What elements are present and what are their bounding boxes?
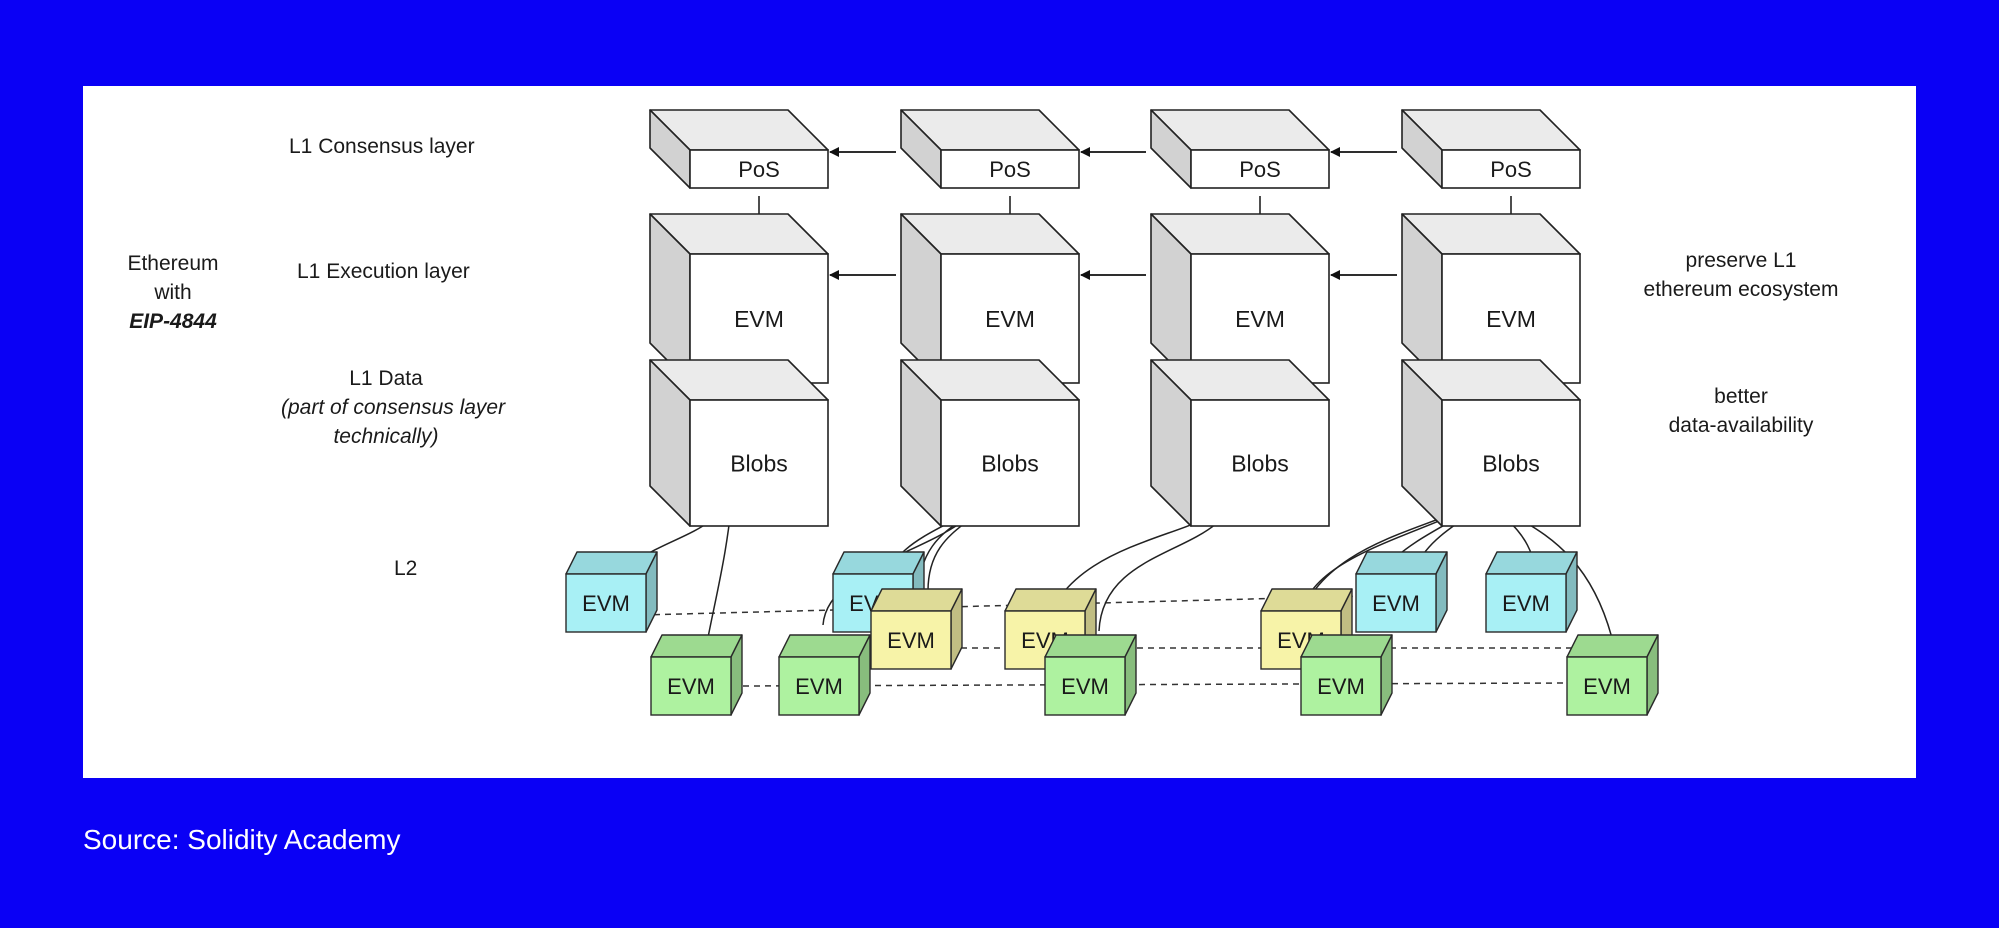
l2-evm-green-10-top-face — [1044, 634, 1137, 658]
blobs-block-4-label: Blobs — [1482, 450, 1540, 476]
evm-block-4: EVM — [1401, 213, 1581, 384]
note-da-line1: better — [1714, 385, 1768, 408]
l2-evm-cyan-4: EVM — [1485, 551, 1578, 633]
row-label-execution: L1 Execution layer — [297, 260, 470, 283]
l2-evm-green-9: EVM — [778, 634, 871, 716]
l2-evm-cyan-1-top-face — [565, 551, 658, 575]
l2-evm-cyan-3-front-face — [1355, 573, 1437, 633]
pos-block-4: PoS — [1401, 109, 1581, 189]
l2-chain-dashed-1 — [642, 595, 1366, 616]
l1-blocks: PoS EVM Blobs PoS EVM Blobs PoS EVM Blobs PoS EVM B… — [649, 109, 1581, 527]
pos-block-1-label: PoS — [738, 157, 780, 182]
l2-evm-green-11-top-face — [1300, 634, 1393, 658]
l2-evm-cyan-2-top-face — [832, 551, 925, 575]
l2-evm-yellow-5-front-face — [870, 610, 952, 670]
l2-evm-cyan-4-top-face — [1485, 551, 1578, 575]
blobs-block-3-label: Blobs — [1231, 450, 1289, 476]
l2-evm-green-12-front-face — [1566, 656, 1648, 716]
pos-block-3-label: PoS — [1239, 157, 1281, 182]
ethereum-label-line1: Ethereum — [127, 252, 219, 275]
blobs-block-1: Blobs — [649, 359, 829, 527]
blobs-block-2-front-face — [940, 399, 1080, 527]
pos-block-3-front-face — [1190, 149, 1330, 189]
pos-block-4-front-face — [1441, 149, 1581, 189]
source-caption: Source: Solidity Academy — [83, 824, 401, 855]
l2-evm-yellow-7-top-face — [1260, 588, 1353, 612]
l2-evm-green-9-top-face — [778, 634, 871, 658]
l2-evm-cyan-3-label: EVM — [1372, 591, 1420, 616]
evm-block-3-label: EVM — [1235, 306, 1285, 332]
l2-evm-cyan-3: EVM — [1355, 551, 1448, 633]
row-label-data-note-line1: (part of consensus layer — [281, 396, 506, 419]
pos-block-2-front-face — [940, 149, 1080, 189]
l2-evm-green-11-label: EVM — [1317, 674, 1365, 699]
l2-evm-green-11-front-face — [1300, 656, 1382, 716]
l2-evm-yellow-5-top-face — [870, 588, 963, 612]
blobs-block-1-front-face — [689, 399, 829, 527]
l2-evm-green-11: EVM — [1300, 634, 1393, 716]
l2-evm-green-8-label: EVM — [667, 674, 715, 699]
evm-block-1-label: EVM — [734, 306, 784, 332]
l2-evm-cyan-1-label: EVM — [582, 591, 630, 616]
evm-block-2: EVM — [900, 213, 1080, 384]
l2-evm-green-9-label: EVM — [795, 674, 843, 699]
blobs-block-4: Blobs — [1401, 359, 1581, 527]
blobs-block-3-front-face — [1190, 399, 1330, 527]
ethereum-eip4844-label: Ethereum with EIP-4844 — [113, 249, 233, 336]
evm-block-4-label: EVM — [1486, 306, 1536, 332]
row-label-consensus: L1 Consensus layer — [289, 135, 475, 158]
evm-block-1: EVM — [649, 213, 829, 384]
l2-evm-green-10-label: EVM — [1061, 674, 1109, 699]
pos-block-3: PoS — [1150, 109, 1330, 189]
l2-evm-green-8-front-face — [650, 656, 732, 716]
ethereum-label-line3: EIP-4844 — [129, 310, 217, 333]
evm-block-3: EVM — [1150, 213, 1330, 384]
l2-evm-yellow-5-label: EVM — [887, 628, 935, 653]
row-label-data-title: L1 Data — [349, 367, 423, 390]
eip-4844-diagram: PoS EVM Blobs PoS EVM Blobs PoS EVM Blobs PoS EVM B… — [565, 109, 1659, 716]
l2-evm-yellow-5: EVM — [870, 588, 963, 670]
note-da-line2: data-availability — [1668, 414, 1814, 437]
l2-evm-green-12-label: EVM — [1583, 674, 1631, 699]
note-data-availability: better data-availability — [1621, 382, 1861, 440]
l2-evm-cyan-3-top-face — [1355, 551, 1448, 575]
row-label-data: L1 Data (part of consensus layer technic… — [281, 364, 506, 451]
l2-evm-green-12: EVM — [1566, 634, 1659, 716]
note-preserve-line2: ethereum ecosystem — [1643, 278, 1839, 301]
blobs-block-4-front-face — [1441, 399, 1581, 527]
blobs-block-1-label: Blobs — [730, 450, 788, 476]
l2-evm-green-12-top-face — [1566, 634, 1659, 658]
pos-block-2: PoS — [900, 109, 1080, 189]
l2-evm-cyan-4-label: EVM — [1502, 591, 1550, 616]
l2-evm-green-8: EVM — [650, 634, 743, 716]
l2-evm-cyan-1: EVM — [565, 551, 658, 633]
l2-evm-green-10-front-face — [1044, 656, 1126, 716]
pos-block-1: PoS — [649, 109, 829, 189]
row-label-data-note-line2: technically) — [333, 425, 439, 448]
l2-evm-green-8-top-face — [650, 634, 743, 658]
diagram-panel: PoS EVM Blobs PoS EVM Blobs PoS EVM Blobs PoS EVM B… — [83, 86, 1916, 778]
pos-block-1-front-face — [689, 149, 829, 189]
l2-chain-dashed-3 — [742, 682, 1571, 687]
note-preserve-ecosystem: preserve L1 ethereum ecosystem — [1611, 246, 1871, 304]
blobs-block-3: Blobs — [1150, 359, 1330, 527]
l2-evm-yellow-6-top-face — [1004, 588, 1097, 612]
pos-block-2-label: PoS — [989, 157, 1031, 182]
l2-evm-cyan-4-front-face — [1485, 573, 1567, 633]
blobs-block-2-label: Blobs — [981, 450, 1039, 476]
pos-block-4-label: PoS — [1490, 157, 1532, 182]
l2-evm-green-9-front-face — [778, 656, 860, 716]
l2-evm-cyan-1-front-face — [565, 573, 647, 633]
evm-block-2-label: EVM — [985, 306, 1035, 332]
row-label-l2: L2 — [394, 557, 418, 580]
ethereum-label-line2: with — [154, 281, 192, 304]
blobs-block-2: Blobs — [900, 359, 1080, 527]
note-preserve-line1: preserve L1 — [1685, 249, 1797, 272]
l2-evm-green-10: EVM — [1044, 634, 1137, 716]
